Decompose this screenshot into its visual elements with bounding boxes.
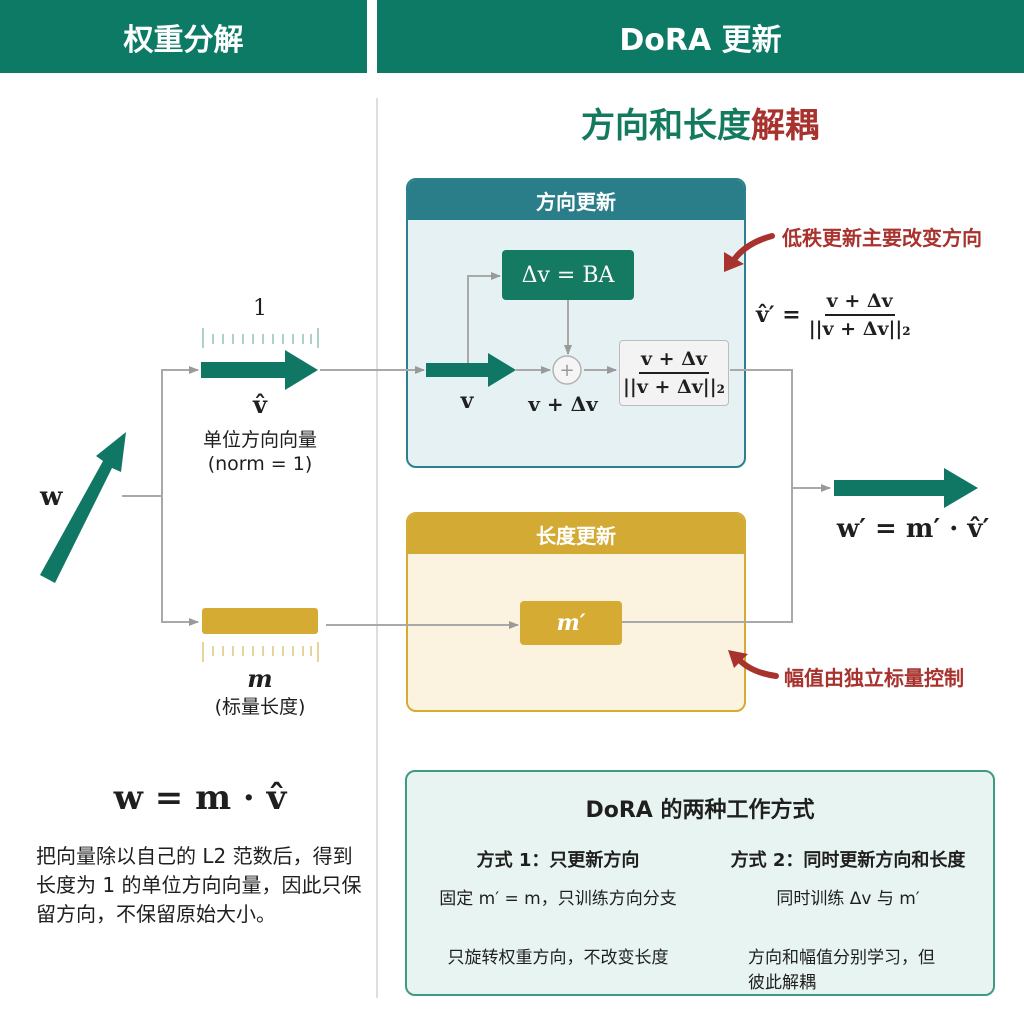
v-label: v <box>460 388 474 414</box>
delta-v-ba-box: Δv = BA <box>502 250 634 300</box>
header-weight-decomposition: 权重分解 <box>0 0 367 73</box>
mode2-column: 方式 2：同时更新方向和长度 同时训练 Δv 与 m′ 方向和幅值分别学习，但彼… <box>707 846 989 993</box>
line-w-to-m <box>161 496 199 626</box>
header-left-label: 权重分解 <box>123 22 244 58</box>
vhat-arrow <box>201 350 318 390</box>
mode1-header: 方式 1：只更新方向 <box>476 850 640 871</box>
mode2-header: 方式 2：同时更新方向和长度 <box>730 850 966 871</box>
m-bar <box>202 608 318 634</box>
normalize-box: v + Δv ||v + Δv||₂ <box>619 340 729 406</box>
note-magnitude: 幅值由独立标量控制 <box>784 666 964 690</box>
line-v-to-ba <box>467 272 501 370</box>
v-arrow <box>426 353 516 387</box>
vhat-label: v̂ <box>253 390 267 419</box>
modes-title: DoRA 的两种工作方式 <box>585 798 815 823</box>
main-title-part1: 方向和长度 <box>581 106 751 146</box>
length-panel-header: 长度更新 <box>408 514 744 554</box>
note-direction: 低秩更新主要改变方向 <box>782 226 982 250</box>
line-w-to-vhat <box>122 366 199 497</box>
mode1-line2: 只旋转权重方向，不改变长度 <box>447 948 669 968</box>
red-arrow-direction-head <box>724 252 744 272</box>
sum-label: v + Δv <box>528 392 598 416</box>
header-dora-update: DoRA 更新 <box>377 0 1024 73</box>
mode1-line1: 固定 m′ = m，只训练方向分支 <box>439 889 677 909</box>
decomposition-description: 把向量除以自己的 L2 范数后，得到长度为 1 的单位方向向量，因此只保留方向，… <box>36 844 362 926</box>
line-mprime-to-result <box>622 488 793 623</box>
m-ruler <box>202 642 319 662</box>
m-label: m <box>247 664 273 693</box>
w-label: w <box>40 482 63 512</box>
line-norm-to-result <box>730 369 831 492</box>
m-caption: (标量长度) <box>214 696 306 718</box>
vhat-prime-lhs: v̂′ = <box>756 302 801 328</box>
main-title: 方向和长度解耦 <box>500 98 900 147</box>
vhat-prime-numerator: v + Δv <box>824 290 895 316</box>
direction-update-panel: 方向更新 <box>406 178 746 468</box>
mode2-line1: 同时训练 Δv 与 m′ <box>776 889 920 909</box>
vhat-caption2: (norm = 1) <box>207 453 313 475</box>
header-right-label: DoRA 更新 <box>619 22 782 58</box>
normalize-denominator: ||v + Δv||₂ <box>623 376 725 398</box>
w-vector-arrow <box>40 432 126 583</box>
vhat-caption1: 单位方向向量 <box>202 429 317 451</box>
mode1-column: 方式 1：只更新方向 固定 m′ = m，只训练方向分支 只旋转权重方向，不改变… <box>415 846 701 968</box>
normalize-fraction: v + Δv ||v + Δv||₂ <box>623 348 725 398</box>
vhat-prime-denominator: ||v + Δv||₂ <box>808 318 911 340</box>
column-divider <box>376 98 378 998</box>
plus-node <box>552 355 582 385</box>
main-title-part2: 解耦 <box>751 106 819 146</box>
vhat-prime-fraction: v + Δv ||v + Δv||₂ <box>809 290 911 340</box>
normalize-numerator: v + Δv <box>639 348 709 374</box>
w-prime-arrow <box>834 468 978 508</box>
tick-length-label: 1 <box>253 296 267 321</box>
vhat-prime-formula: v̂′ = v + Δv ||v + Δv||₂ <box>756 290 911 340</box>
vhat-ruler <box>202 328 319 348</box>
red-arrow-magnitude-head <box>728 650 748 668</box>
plus-sign: + <box>559 359 575 381</box>
m-prime-box: m′ <box>520 601 622 645</box>
direction-panel-header: 方向更新 <box>408 180 744 220</box>
decomposition-equation: w = m · v̂ <box>113 778 287 818</box>
dora-modes-panel: DoRA 的两种工作方式 方式 1：只更新方向 固定 m′ = m，只训练方向分… <box>405 770 995 996</box>
result-equation: w′ = m′ · v̂′ <box>836 514 990 544</box>
mode2-line2: 方向和幅值分别学习，但彼此解耦 <box>748 948 935 993</box>
